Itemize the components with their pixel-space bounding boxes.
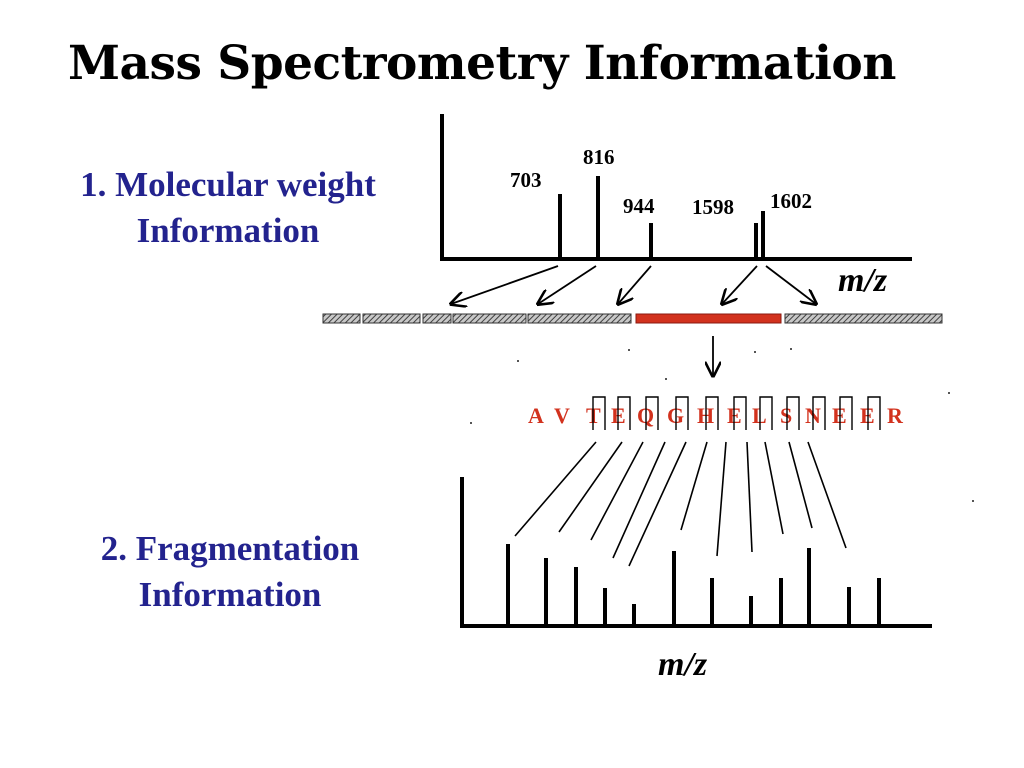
sequence-letter: R bbox=[887, 403, 904, 428]
arrow-1602 bbox=[765, 265, 816, 304]
arrow-1598 bbox=[722, 265, 758, 304]
fragment-line bbox=[746, 441, 753, 553]
fragment-line bbox=[680, 441, 708, 531]
ms1-peaks: 703 816 944 1598 1602 bbox=[510, 145, 812, 259]
fragment-brackets bbox=[592, 396, 881, 430]
ms1-peak-label: 703 bbox=[510, 168, 542, 192]
fragment-line bbox=[788, 441, 813, 529]
page-title: Mass Spectrometry Information bbox=[68, 36, 896, 91]
fragment-bracket bbox=[812, 396, 826, 430]
fragment-bracket bbox=[759, 396, 773, 430]
fragment-bracket bbox=[867, 396, 881, 430]
ms2-peaks bbox=[506, 544, 881, 626]
fragment-line bbox=[764, 441, 784, 535]
fragment-line bbox=[590, 441, 644, 541]
fragmentation-label: 2. Fragmentation Information bbox=[30, 526, 430, 618]
fragment-lines bbox=[514, 441, 847, 567]
protein-segment-highlighted bbox=[635, 313, 782, 324]
protein-segment bbox=[362, 313, 421, 324]
fragment-line bbox=[612, 441, 666, 559]
fragment-line bbox=[514, 441, 597, 537]
fragment-bracket bbox=[786, 396, 800, 430]
molecular-weight-label: 1. Molecular weight Information bbox=[28, 162, 428, 254]
fragment-bracket bbox=[705, 396, 719, 430]
sequence-letter: A bbox=[528, 403, 544, 428]
ms1-peak-label: 1602 bbox=[770, 189, 812, 213]
fragmentation-label-line1: 2. Fragmentation bbox=[100, 529, 360, 568]
fragment-line bbox=[716, 441, 727, 557]
arrow-944 bbox=[618, 265, 652, 304]
fragment-line bbox=[558, 441, 623, 533]
protein-segment bbox=[422, 313, 452, 324]
background-dots bbox=[470, 348, 974, 502]
fragment-line bbox=[807, 441, 847, 549]
protein-segment bbox=[322, 313, 361, 324]
arrow-816 bbox=[538, 265, 597, 304]
molecular-weight-label-line2: Information bbox=[136, 211, 320, 250]
fragment-bracket bbox=[617, 396, 631, 430]
protein-segment bbox=[452, 313, 527, 324]
sequence-letter: V bbox=[554, 403, 570, 428]
molecular-weight-label-line1: 1. Molecular weight bbox=[80, 165, 376, 204]
ms2-axis-label: m/z bbox=[658, 646, 708, 683]
sequence-letter: S bbox=[780, 403, 792, 428]
fragment-bracket bbox=[839, 396, 853, 430]
ms1-peak-label: 816 bbox=[583, 145, 615, 169]
fragment-bracket bbox=[645, 396, 659, 430]
fragment-line bbox=[628, 441, 687, 567]
protein-segments bbox=[322, 313, 943, 324]
fragment-bracket bbox=[675, 396, 689, 430]
fragment-bracket bbox=[733, 396, 747, 430]
fragmentation-label-line2: Information bbox=[138, 575, 322, 614]
ms1-peak-label: 944 bbox=[623, 194, 655, 218]
protein-segment bbox=[527, 313, 632, 324]
arrow-703 bbox=[451, 265, 559, 304]
protein-segment bbox=[784, 313, 943, 324]
ms1-axis-label: m/z bbox=[838, 262, 888, 299]
ms1-peak-label: 1598 bbox=[692, 195, 734, 219]
fragment-bracket bbox=[592, 396, 606, 430]
